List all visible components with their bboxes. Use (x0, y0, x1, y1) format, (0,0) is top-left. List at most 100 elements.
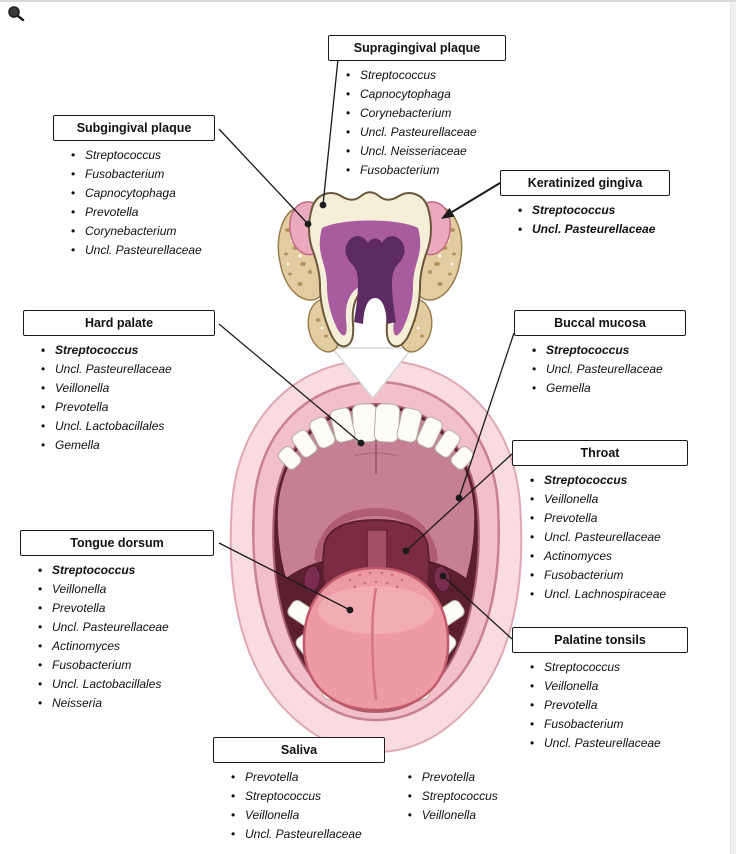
taxon-item: Uncl. Pasteurellaceae (231, 825, 362, 844)
tongue-highlight (318, 586, 434, 634)
site-title-box: Keratinized gingiva (500, 170, 670, 196)
taxon-item: Prevotella (231, 768, 362, 787)
site-title-box: Hard palate (23, 310, 215, 336)
taxa-list: StreptococcusUncl. PasteurellaceaeVeillo… (41, 341, 215, 455)
taxa-list: StreptococcusUncl. PasteurellaceaeGemell… (532, 341, 686, 398)
tongue-papillae (348, 571, 404, 589)
taxon-item: Gemella (532, 379, 686, 398)
tooth-pulp (345, 236, 405, 324)
site-title-box: Buccal mucosa (514, 310, 686, 336)
taxon-item: Streptococcus (231, 787, 362, 806)
taxon-item: Prevotella (408, 768, 498, 787)
site-title: Buccal mucosa (554, 316, 646, 330)
site-subgingival-plaque: Subgingival plaque StreptococcusFusobact… (53, 115, 215, 260)
site-title-box: Throat (512, 440, 688, 466)
taxon-item: Uncl. Pasteurellaceae (71, 241, 215, 260)
site-buccal-mucosa: Buccal mucosa StreptococcusUncl. Pasteur… (514, 310, 686, 398)
site-title-box: Tongue dorsum (20, 530, 214, 556)
site-palatine-tonsils: Palatine tonsils StreptococcusVeillonell… (512, 627, 688, 753)
zoom-callout-wedge (330, 347, 414, 400)
connector-palatine-tonsils (439, 572, 513, 640)
taxon-item: Streptococcus (41, 341, 215, 360)
taxon-item: Fusobacterium (71, 165, 215, 184)
taxon-item: Streptococcus (530, 471, 688, 490)
taxa-list: StreptococcusVeillonellaPrevotellaUncl. … (38, 561, 214, 713)
taxon-item: Uncl. Lachnospiraceae (530, 585, 688, 604)
site-title: Tongue dorsum (70, 536, 164, 550)
taxon-item: Uncl. Pasteurellaceae (530, 734, 688, 753)
taxon-item: Uncl. Pasteurellaceae (532, 360, 686, 379)
site-title: Subgingival plaque (76, 121, 192, 135)
connector-hard-palate (218, 323, 365, 447)
taxon-item: Uncl. Pasteurellaceae (41, 360, 215, 379)
palatine-tonsil-left (303, 565, 321, 593)
taxa-list-col2: PrevotellaStreptococcusVeillonella (408, 768, 498, 825)
connector-supragingival (319, 58, 339, 209)
upper-teeth (277, 403, 475, 470)
taxon-item: Veillonella (38, 580, 214, 599)
taxon-item: Streptococcus (346, 66, 506, 85)
taxon-item: Uncl. Pasteurellaceae (346, 123, 506, 142)
connector-lines (218, 58, 515, 640)
magnifier-cursor-icon (7, 5, 25, 22)
tongue-groove (371, 587, 378, 701)
site-hard-palate: Hard palate StreptococcusUncl. Pasteurel… (23, 310, 215, 455)
site-title-box: Saliva (213, 737, 385, 763)
site-keratinized-gingiva: Keratinized gingiva StreptococcusUncl. P… (500, 170, 670, 239)
site-title: Hard palate (84, 316, 154, 330)
connector-throat (402, 453, 513, 555)
taxon-item: Veillonella (530, 490, 688, 509)
site-title-box: Subgingival plaque (53, 115, 215, 141)
site-supragingival-plaque: Supragingival plaque StreptococcusCapnoc… (328, 35, 506, 180)
taxa-list: StreptococcusVeillonellaPrevotellaUncl. … (530, 471, 688, 604)
connector-keratinized-gingiva (441, 182, 501, 219)
taxon-item: Prevotella (38, 599, 214, 618)
site-saliva: Saliva PrevotellaStreptococcusVeillonell… (213, 737, 498, 844)
taxon-item: Streptococcus (408, 787, 498, 806)
taxa-list: StreptococcusCapnocytophagaCorynebacteri… (346, 66, 506, 180)
connector-subgingival (218, 128, 312, 228)
site-title-box: Palatine tonsils (512, 627, 688, 653)
taxa-list: StreptococcusFusobacteriumCapnocytophaga… (71, 146, 215, 260)
taxon-item: Uncl. Neisseriaceae (346, 142, 506, 161)
taxon-item: Corynebacterium (71, 222, 215, 241)
site-title: Palatine tonsils (554, 633, 646, 647)
taxa-list: StreptococcusVeillonellaPrevotellaFusoba… (530, 658, 688, 753)
site-title: Throat (580, 446, 620, 460)
taxon-item: Prevotella (71, 203, 215, 222)
taxon-item: Capnocytophaga (346, 85, 506, 104)
taxon-item: Prevotella (530, 509, 688, 528)
page-right-edge (730, 2, 736, 854)
taxon-item: Fusobacterium (530, 715, 688, 734)
taxon-item: Uncl. Lactobacillales (41, 417, 215, 436)
taxon-item: Actinomyces (38, 637, 214, 656)
taxon-item: Gemella (41, 436, 215, 455)
taxon-item: Neisseria (38, 694, 214, 713)
site-title-box: Supragingival plaque (328, 35, 506, 61)
taxon-item: Streptococcus (518, 201, 670, 220)
connector-tongue-dorsum (218, 542, 354, 614)
taxon-item: Streptococcus (38, 561, 214, 580)
taxon-item: Streptococcus (532, 341, 686, 360)
taxon-item: Fusobacterium (38, 656, 214, 675)
taxon-item: Veillonella (530, 677, 688, 696)
connector-buccal-mucosa (455, 332, 515, 502)
taxon-item: Uncl. Pasteurellaceae (38, 618, 214, 637)
taxon-item: Fusobacterium (530, 566, 688, 585)
site-throat: Throat StreptococcusVeillonellaPrevotell… (512, 440, 688, 604)
mouth-illustration (229, 358, 523, 754)
tongue (302, 566, 450, 712)
taxa-list-col1: PrevotellaStreptococcusVeillonellaUncl. … (231, 768, 362, 844)
site-title: Saliva (280, 743, 318, 757)
taxon-item: Prevotella (41, 398, 215, 417)
taxon-item: Veillonella (231, 806, 362, 825)
taxon-item: Actinomyces (530, 547, 688, 566)
taxon-item: Fusobacterium (346, 161, 506, 180)
saliva-columns: PrevotellaStreptococcusVeillonellaUncl. … (213, 763, 498, 844)
site-title: Keratinized gingiva (527, 176, 643, 190)
taxon-item: Uncl. Pasteurellaceae (518, 220, 670, 239)
taxon-item: Veillonella (41, 379, 215, 398)
taxon-item: Streptococcus (71, 146, 215, 165)
